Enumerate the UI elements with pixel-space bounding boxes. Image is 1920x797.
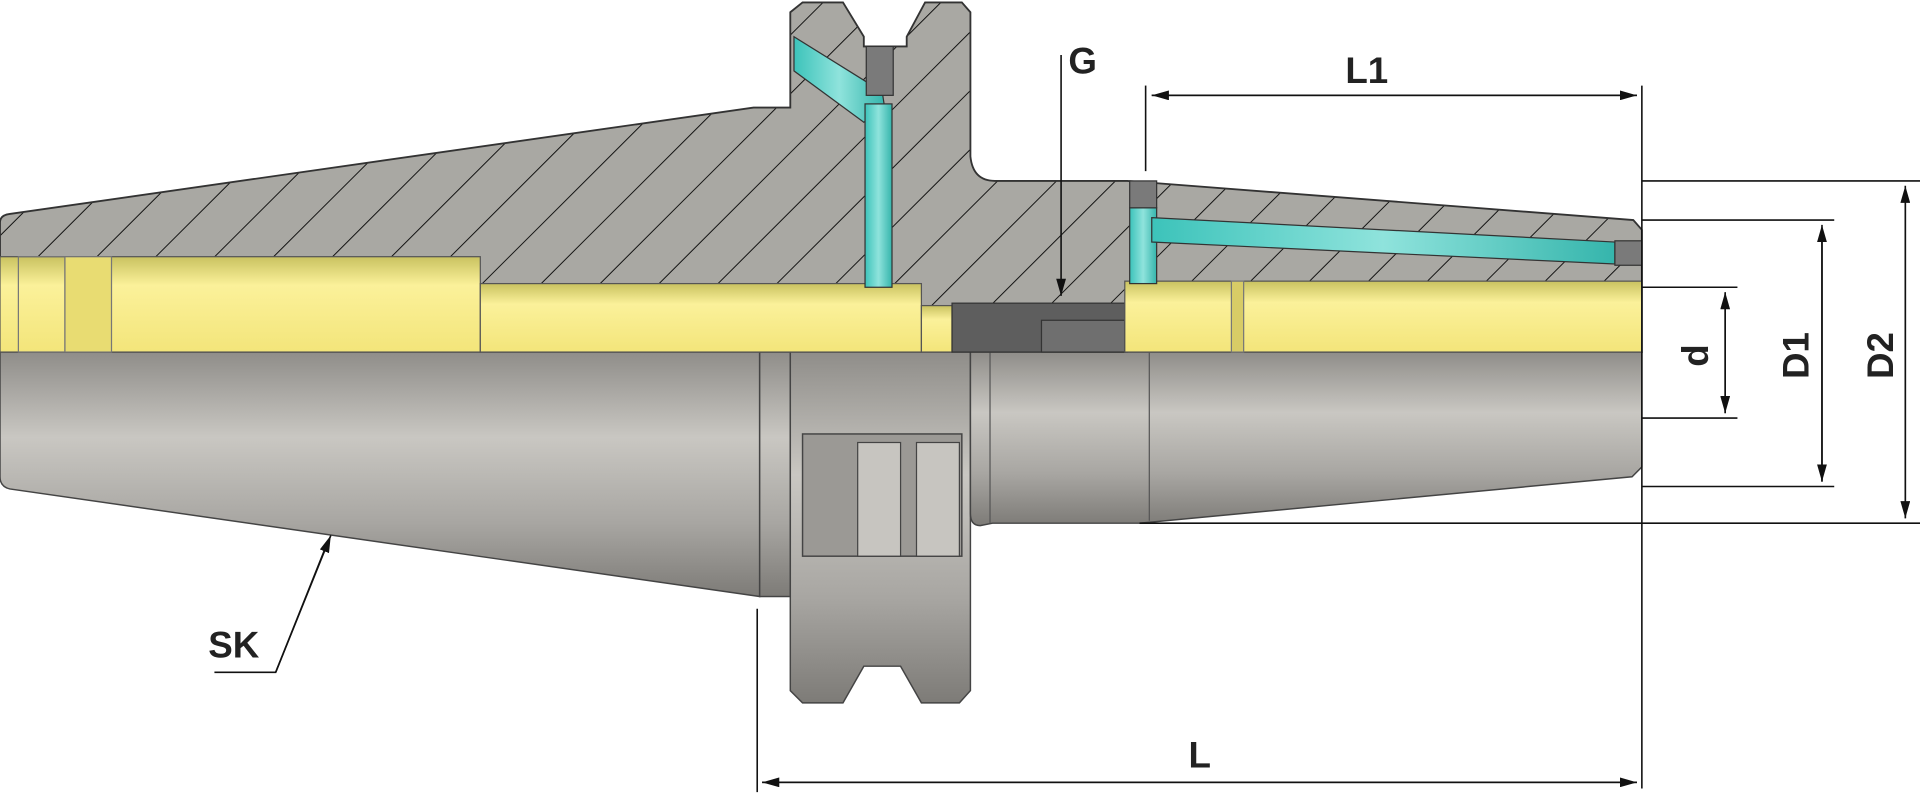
dimension-lines — [214, 55, 1920, 793]
label-g: G — [1068, 40, 1097, 81]
bore-right — [1124, 280, 1643, 353]
label-d1: D1 — [1775, 332, 1816, 379]
bore-groove — [64, 256, 113, 353]
shrink-shank — [969, 351, 1643, 527]
slot-face — [915, 441, 960, 557]
coolant-plug-right — [1129, 180, 1158, 209]
taper-collar — [758, 351, 792, 598]
screw-head — [1040, 319, 1126, 353]
bore-step — [920, 304, 953, 353]
label-d2: D2 — [1860, 332, 1901, 379]
bore-groove — [1230, 280, 1245, 353]
label-d: d — [1675, 344, 1716, 366]
label-l: L — [1189, 735, 1211, 776]
taper-shank-sk — [0, 351, 761, 598]
label-l1: L1 — [1345, 50, 1388, 91]
coolant-plug — [865, 45, 894, 96]
coolant-outlet — [1614, 240, 1643, 266]
slot-face — [857, 441, 902, 557]
label-sk: SK — [208, 625, 260, 666]
coolant-channel-vertical — [864, 103, 893, 288]
bore-mid — [479, 282, 923, 353]
